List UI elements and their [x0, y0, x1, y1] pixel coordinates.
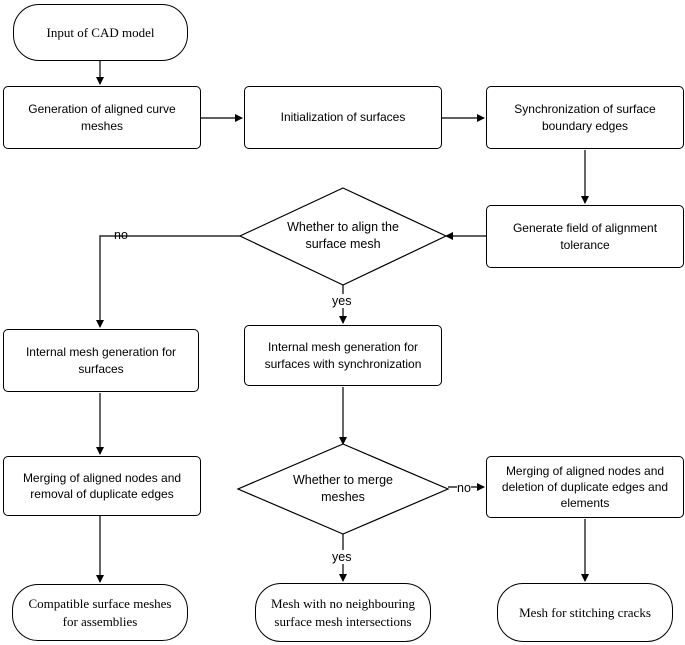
end-node-stitching-text: Mesh for stitching cracks	[519, 604, 651, 620]
process-sync-edges-text: Synchronization of surface boundary edge…	[514, 102, 656, 133]
decision-merge-label: Whether to merge meshes	[275, 466, 411, 512]
process-sync-boundary-edges: Synchronization of surface boundary edge…	[486, 86, 684, 149]
process-init-surfaces: Initialization of surfaces	[244, 86, 442, 149]
edge-label-yes-merge: yes	[332, 550, 352, 564]
process-init-surfaces-text: Initialization of surfaces	[280, 110, 406, 125]
decision-merge-text: Whether to merge meshes	[292, 473, 394, 504]
edge-label-no-align: no	[114, 228, 128, 242]
decision-diamond-align	[238, 187, 448, 286]
process-gen-curve-meshes: Generation of aligned curve meshes	[3, 86, 201, 149]
end-node-no-intersections-text: Mesh with no neighbouring surface mesh i…	[270, 595, 416, 629]
process-merge-deletion: Merging of aligned nodes and deletion of…	[486, 456, 684, 518]
process-gen-field-tolerance: Generate field of alignment tolerance	[486, 205, 684, 268]
edge-label-yes-merge-text: yes	[332, 550, 352, 564]
edge-label-no-merge: no	[457, 481, 471, 495]
decision-align-text: Whether to align the surface mesh	[287, 220, 399, 251]
process-internal-mesh-text: Internal mesh generation for surfaces	[25, 345, 177, 376]
process-merge-deletion-text: Merging of aligned nodes and deletion of…	[501, 463, 669, 511]
end-node-compatible-text: Compatible surface meshes for assemblies	[28, 595, 172, 629]
edge-label-no-merge-text: no	[457, 481, 471, 495]
process-internal-mesh-sync: Internal mesh generation for surfaces wi…	[244, 325, 442, 386]
process-merge-removal: Merging of aligned nodes and removal of …	[3, 456, 201, 516]
process-internal-sync-text: Internal mesh generation for surfaces wi…	[264, 340, 422, 371]
edge-label-yes-align: yes	[332, 294, 352, 308]
decision-align-label: Whether to align the surface mesh	[270, 212, 416, 260]
end-node-stitching: Mesh for stitching cracks	[497, 583, 673, 642]
process-gen-curve-text: Generation of aligned curve meshes	[28, 102, 176, 133]
edge-label-yes-align-text: yes	[332, 294, 352, 308]
process-gen-field-text: Generate field of alignment tolerance	[512, 221, 658, 252]
process-internal-mesh: Internal mesh generation for surfaces	[3, 329, 199, 392]
start-node-input-cad: Input of CAD model	[13, 4, 188, 61]
process-merge-removal-text: Merging of aligned nodes and removal of …	[22, 470, 182, 501]
edge-label-no-align-text: no	[114, 228, 128, 242]
end-node-compatible: Compatible surface meshes for assemblies	[12, 584, 188, 641]
arrow-align-no	[96, 235, 240, 328]
decision-diamond-merge	[236, 443, 450, 535]
start-node-text: Input of CAD model	[46, 24, 155, 40]
end-node-no-intersections: Mesh with no neighbouring surface mesh i…	[255, 583, 431, 642]
